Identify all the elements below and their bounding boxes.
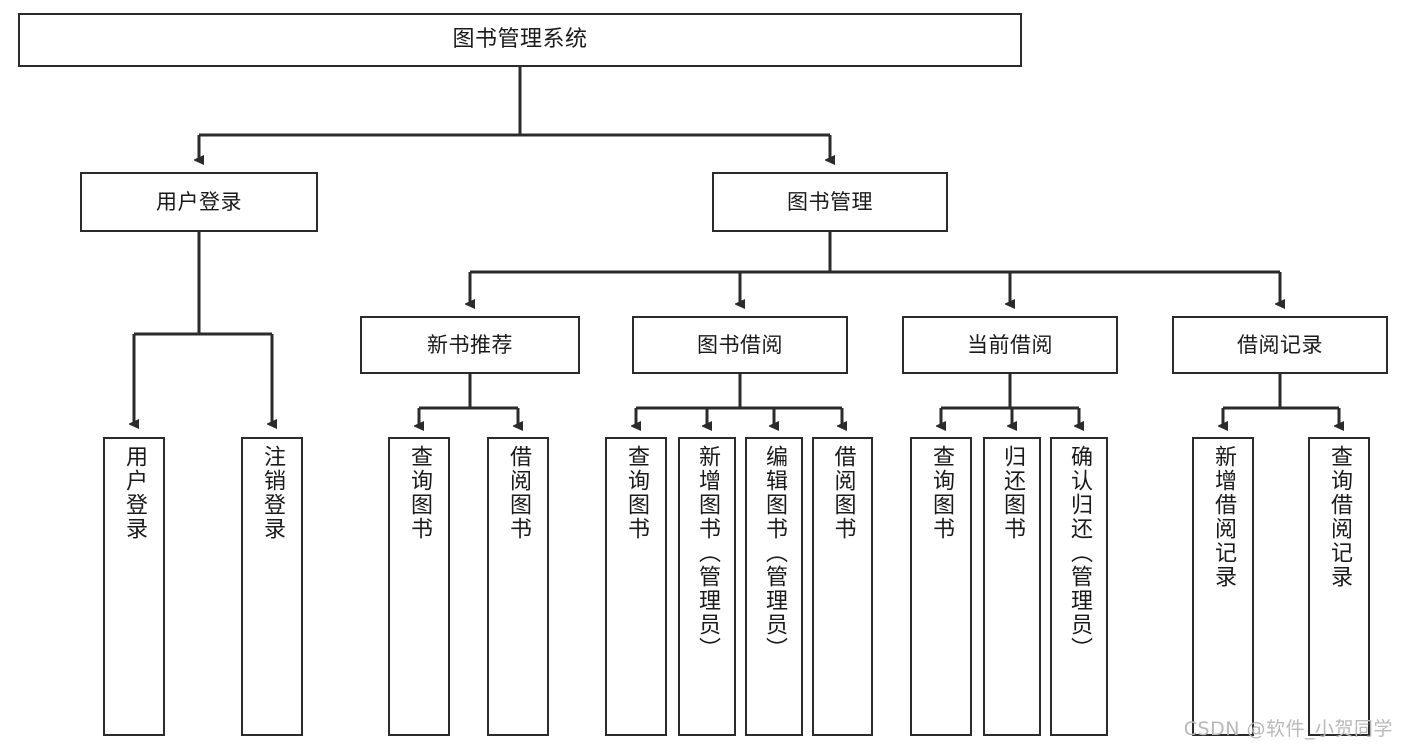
node-leaf-cur-query[interactable]: 查询图书 xyxy=(910,437,972,736)
node-book-borrow[interactable]: 图书借阅 xyxy=(632,316,848,374)
node-borrow-record-label: 借阅记录 xyxy=(1237,332,1323,357)
node-leaf-rec-borrow-label: 借阅图书 xyxy=(505,445,531,541)
node-leaf-borrow-add-label: 新增图书（管理员） xyxy=(694,445,720,661)
node-leaf-borrow-query[interactable]: 查询图书 xyxy=(605,437,667,736)
node-leaf-rec-borrow[interactable]: 借阅图书 xyxy=(487,437,549,736)
node-user-login-label: 用户登录 xyxy=(156,189,242,214)
node-leaf-record-query[interactable]: 查询借阅记录 xyxy=(1308,437,1370,736)
node-leaf-rec-query-label: 查询图书 xyxy=(406,445,432,541)
node-new-book-rec-label: 新书推荐 xyxy=(427,332,513,357)
node-leaf-record-query-label: 查询借阅记录 xyxy=(1326,445,1352,589)
node-leaf-rec-query[interactable]: 查询图书 xyxy=(388,437,450,736)
node-leaf-borrow-add[interactable]: 新增图书（管理员） xyxy=(678,437,736,736)
node-root[interactable]: 图书管理系统 xyxy=(18,13,1022,67)
node-leaf-cur-confirm-label: 确认归还（管理员） xyxy=(1066,445,1092,661)
node-leaf-borrow-lend-label: 借阅图书 xyxy=(830,445,856,541)
csdn-watermark: CSDN @软件_小贺同学 xyxy=(1183,718,1393,740)
node-book-borrow-label: 图书借阅 xyxy=(697,332,783,357)
node-leaf-cur-return[interactable]: 归还图书 xyxy=(983,437,1041,736)
node-current-borrow[interactable]: 当前借阅 xyxy=(902,316,1118,374)
node-leaf-user-login-label: 用户登录 xyxy=(121,445,147,541)
node-borrow-record[interactable]: 借阅记录 xyxy=(1172,316,1388,374)
node-leaf-borrow-edit-label: 编辑图书（管理员） xyxy=(761,445,787,661)
node-leaf-record-add-label: 新增借阅记录 xyxy=(1210,445,1236,589)
node-user-login[interactable]: 用户登录 xyxy=(80,172,318,232)
node-leaf-cur-confirm[interactable]: 确认归还（管理员） xyxy=(1050,437,1108,736)
node-leaf-cur-return-label: 归还图书 xyxy=(999,445,1025,541)
node-current-borrow-label: 当前借阅 xyxy=(967,332,1053,357)
node-leaf-borrow-lend[interactable]: 借阅图书 xyxy=(812,437,873,736)
node-leaf-record-add[interactable]: 新增借阅记录 xyxy=(1192,437,1254,736)
node-leaf-user-logout-label: 注销登录 xyxy=(259,445,285,541)
node-leaf-cur-query-label: 查询图书 xyxy=(928,445,954,541)
node-leaf-borrow-query-label: 查询图书 xyxy=(623,445,649,541)
node-new-book-rec[interactable]: 新书推荐 xyxy=(360,316,580,374)
node-leaf-borrow-edit[interactable]: 编辑图书（管理员） xyxy=(745,437,803,736)
node-root-label: 图书管理系统 xyxy=(452,27,588,53)
node-book-manage-label: 图书管理 xyxy=(787,189,873,214)
node-leaf-user-logout[interactable]: 注销登录 xyxy=(241,437,303,736)
node-book-manage[interactable]: 图书管理 xyxy=(712,172,948,232)
node-leaf-user-login[interactable]: 用户登录 xyxy=(103,437,165,736)
